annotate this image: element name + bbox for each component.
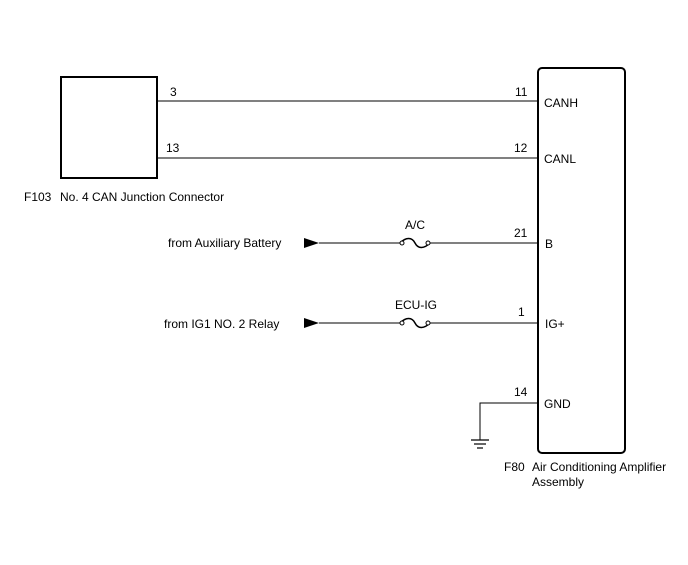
arrow-right-icon <box>304 318 319 328</box>
amplifier-name-line1: Air Conditioning Amplifier <box>532 460 666 474</box>
junction-pin-canl: 13 <box>166 141 180 155</box>
amplifier-code: F80 <box>504 460 525 474</box>
amplifier-terminal-b: B <box>545 237 553 251</box>
junction-connector-box <box>60 76 158 179</box>
amplifier-terminal-ig: IG+ <box>545 317 565 331</box>
amplifier-name-line2: Assembly <box>532 475 584 489</box>
fuse-label-ecu-ig: ECU-IG <box>395 298 437 312</box>
amplifier-pin-ig: 1 <box>518 305 525 319</box>
arrow-right-icon <box>304 238 319 248</box>
amplifier-pin-b: 21 <box>514 226 528 240</box>
amplifier-terminal-gnd: GND <box>544 397 571 411</box>
fuse-icon <box>399 317 431 329</box>
fuse-terminal-right <box>425 240 431 246</box>
amplifier-pin-gnd: 14 <box>514 385 528 399</box>
input-source-ig1-relay: from IG1 NO. 2 Relay <box>164 317 279 331</box>
fuse-terminal-left <box>399 320 405 326</box>
amplifier-pin-canh: 11 <box>515 85 528 99</box>
fuse-label-ac: A/C <box>405 218 425 232</box>
amplifier-terminal-canl: CANL <box>544 152 576 166</box>
junction-connector-code: F103 <box>24 190 52 204</box>
fuse-icon <box>399 237 431 249</box>
fuse-terminal-left <box>399 240 405 246</box>
input-source-battery: from Auxiliary Battery <box>168 236 281 250</box>
amplifier-pin-canl: 12 <box>514 141 528 155</box>
amplifier-box <box>537 67 626 454</box>
junction-connector-name: No. 4 CAN Junction Connector <box>60 190 224 204</box>
amplifier-terminal-canh: CANH <box>544 96 578 110</box>
junction-pin-canh: 3 <box>170 85 177 99</box>
ground-icon <box>471 439 489 449</box>
gnd-wire <box>479 402 538 440</box>
fuse-terminal-right <box>425 320 431 326</box>
